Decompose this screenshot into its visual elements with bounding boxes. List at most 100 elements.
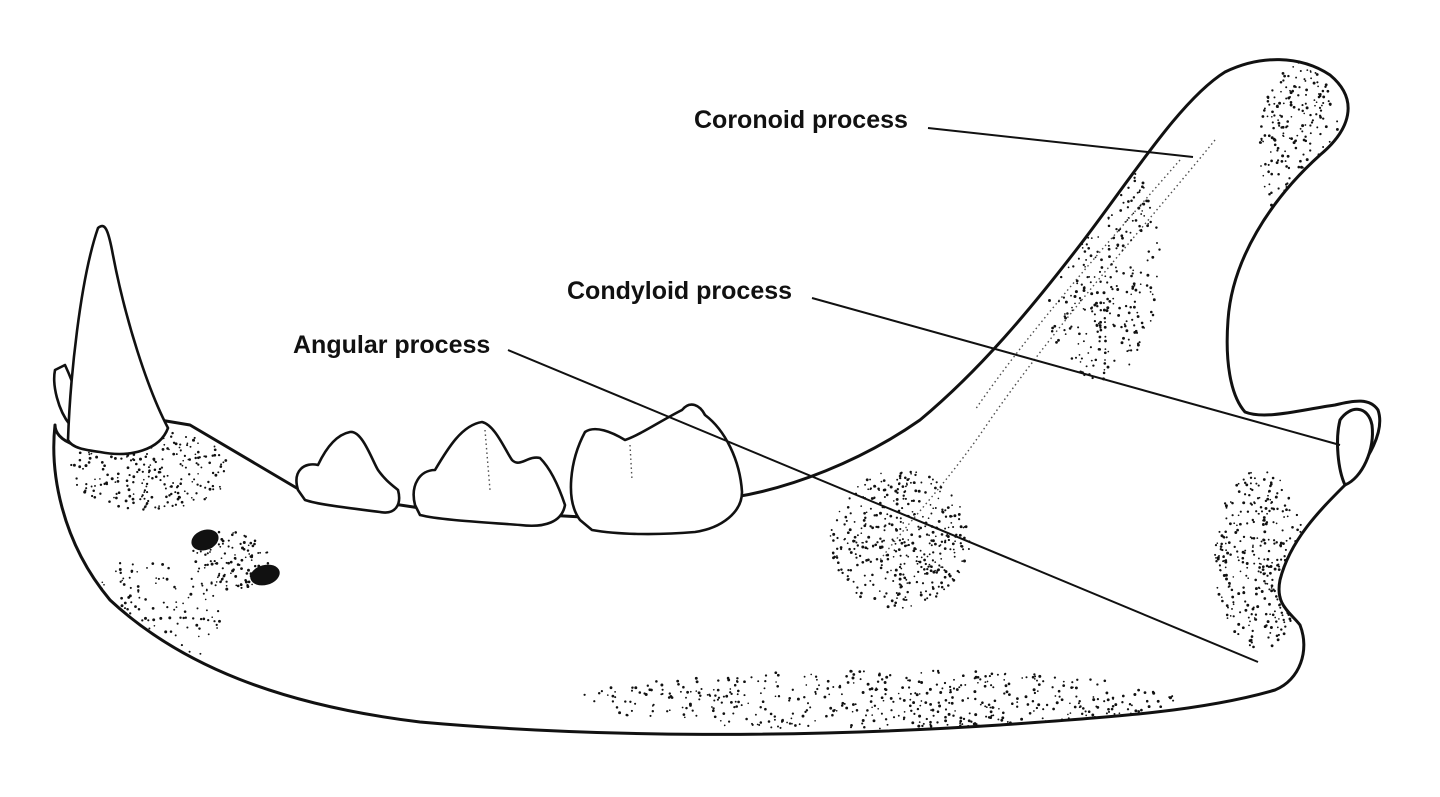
stipple-dot [1103, 325, 1107, 329]
stipple-dot [910, 533, 914, 537]
stipple-dot [160, 466, 164, 469]
stipple-dot [198, 456, 201, 459]
stipple-dot [920, 565, 923, 569]
stipple-dot [941, 687, 944, 690]
stipple-dot [851, 676, 855, 680]
stipple-dot [1216, 586, 1219, 589]
stipple-dot [1264, 612, 1268, 616]
stipple-dot [174, 442, 178, 446]
stipple-dot [250, 559, 253, 561]
stipple-dot [1024, 695, 1028, 699]
stipple-dot [1324, 212, 1327, 215]
stipple-dot [1045, 703, 1049, 707]
stipple-dot [1266, 471, 1269, 474]
stipple-dot [1106, 297, 1109, 301]
stipple-dot [142, 508, 145, 511]
stipple-dot [141, 494, 144, 497]
stipple-dot [153, 459, 156, 462]
stipple-dot [1283, 195, 1287, 199]
stipple-dot [1223, 559, 1226, 562]
stipple-dot [197, 463, 200, 466]
stipple-dot [990, 684, 993, 687]
stipple-dot [1231, 595, 1235, 599]
stipple-dot [167, 566, 170, 570]
stipple-dot [952, 578, 956, 582]
stipple-dot [1277, 565, 1281, 568]
stipple-dot [1252, 544, 1254, 547]
stipple-dot [1129, 231, 1132, 234]
stipple-dot [990, 672, 994, 676]
stipple-dot [899, 554, 902, 557]
stipple-dot [88, 456, 92, 460]
stipple-dot [1260, 563, 1262, 565]
stipple-dot [198, 567, 201, 570]
stipple-dot [1297, 165, 1301, 169]
stipple-dot [168, 616, 172, 620]
stipple-dot [880, 480, 883, 483]
stipple-dot [630, 689, 634, 692]
masseteric-ridge-inner [974, 159, 1181, 411]
stipple-dot [1058, 695, 1061, 698]
stipple-dot [676, 679, 680, 683]
stipple-dot [104, 666, 107, 670]
stipple-dot [904, 577, 907, 580]
stipple-dot [1289, 597, 1292, 600]
stipple-dot [892, 500, 895, 502]
stipple-dot [1317, 85, 1319, 88]
stipple-dot [910, 605, 912, 607]
stipple-dot [1090, 359, 1093, 362]
stipple-dot [790, 717, 793, 720]
stipple-dot [1298, 196, 1301, 199]
stipple-dot [175, 606, 178, 608]
stipple-dot [1283, 558, 1287, 562]
stipple-dot [219, 580, 222, 584]
stipple-dot [1321, 89, 1325, 93]
stipple-dot [900, 584, 903, 587]
stipple-dot [953, 678, 955, 681]
stipple-dot [233, 556, 237, 560]
stipple-dot [895, 516, 899, 519]
stipple-dot [1076, 199, 1079, 203]
stipple-dot [1132, 282, 1136, 286]
stipple-dot [870, 695, 873, 698]
stipple-dot [679, 690, 682, 693]
stipple-dot [191, 497, 193, 499]
stipple-dot [1125, 290, 1129, 294]
stipple-dot [1321, 104, 1323, 107]
stipple-dot [1084, 710, 1087, 713]
stipple-dot [736, 680, 739, 684]
stipple-dot [644, 693, 648, 696]
stipple-dot [1322, 174, 1326, 178]
stipple-dot [222, 470, 226, 473]
stipple-dot [1128, 703, 1132, 706]
stipple-dot [182, 459, 185, 462]
stipple-dot [889, 485, 893, 489]
stipple-dot [1307, 218, 1310, 221]
stipple-dot [816, 687, 819, 691]
stipple-dot [954, 710, 956, 712]
stipple-dot [932, 551, 935, 554]
stipple-dot [75, 477, 78, 480]
stipple-dot [1280, 126, 1283, 129]
stipple-dot [145, 482, 149, 486]
stipple-dot [239, 583, 243, 587]
stipple-dot [1324, 83, 1328, 87]
stipple-dot [940, 558, 943, 560]
stipple-dot [948, 574, 952, 578]
stipple-dot [1115, 270, 1118, 273]
stipple-dot [1332, 171, 1335, 174]
stipple-dot [946, 533, 949, 536]
stipple-dot [1091, 193, 1095, 197]
stipple-dot [1133, 176, 1136, 179]
stipple-dot [860, 591, 863, 595]
stipple-dot [1104, 275, 1107, 278]
stipple-dot [1269, 613, 1271, 616]
stipple-dot [207, 618, 210, 622]
stipple-dot [1260, 165, 1262, 167]
stipple-dot [165, 495, 168, 499]
stipple-dot [1224, 504, 1228, 508]
stipple-dot [932, 570, 936, 574]
stipple-dot [1104, 321, 1106, 324]
stipple-dot [1251, 629, 1254, 633]
stipple-dot [1227, 586, 1230, 588]
